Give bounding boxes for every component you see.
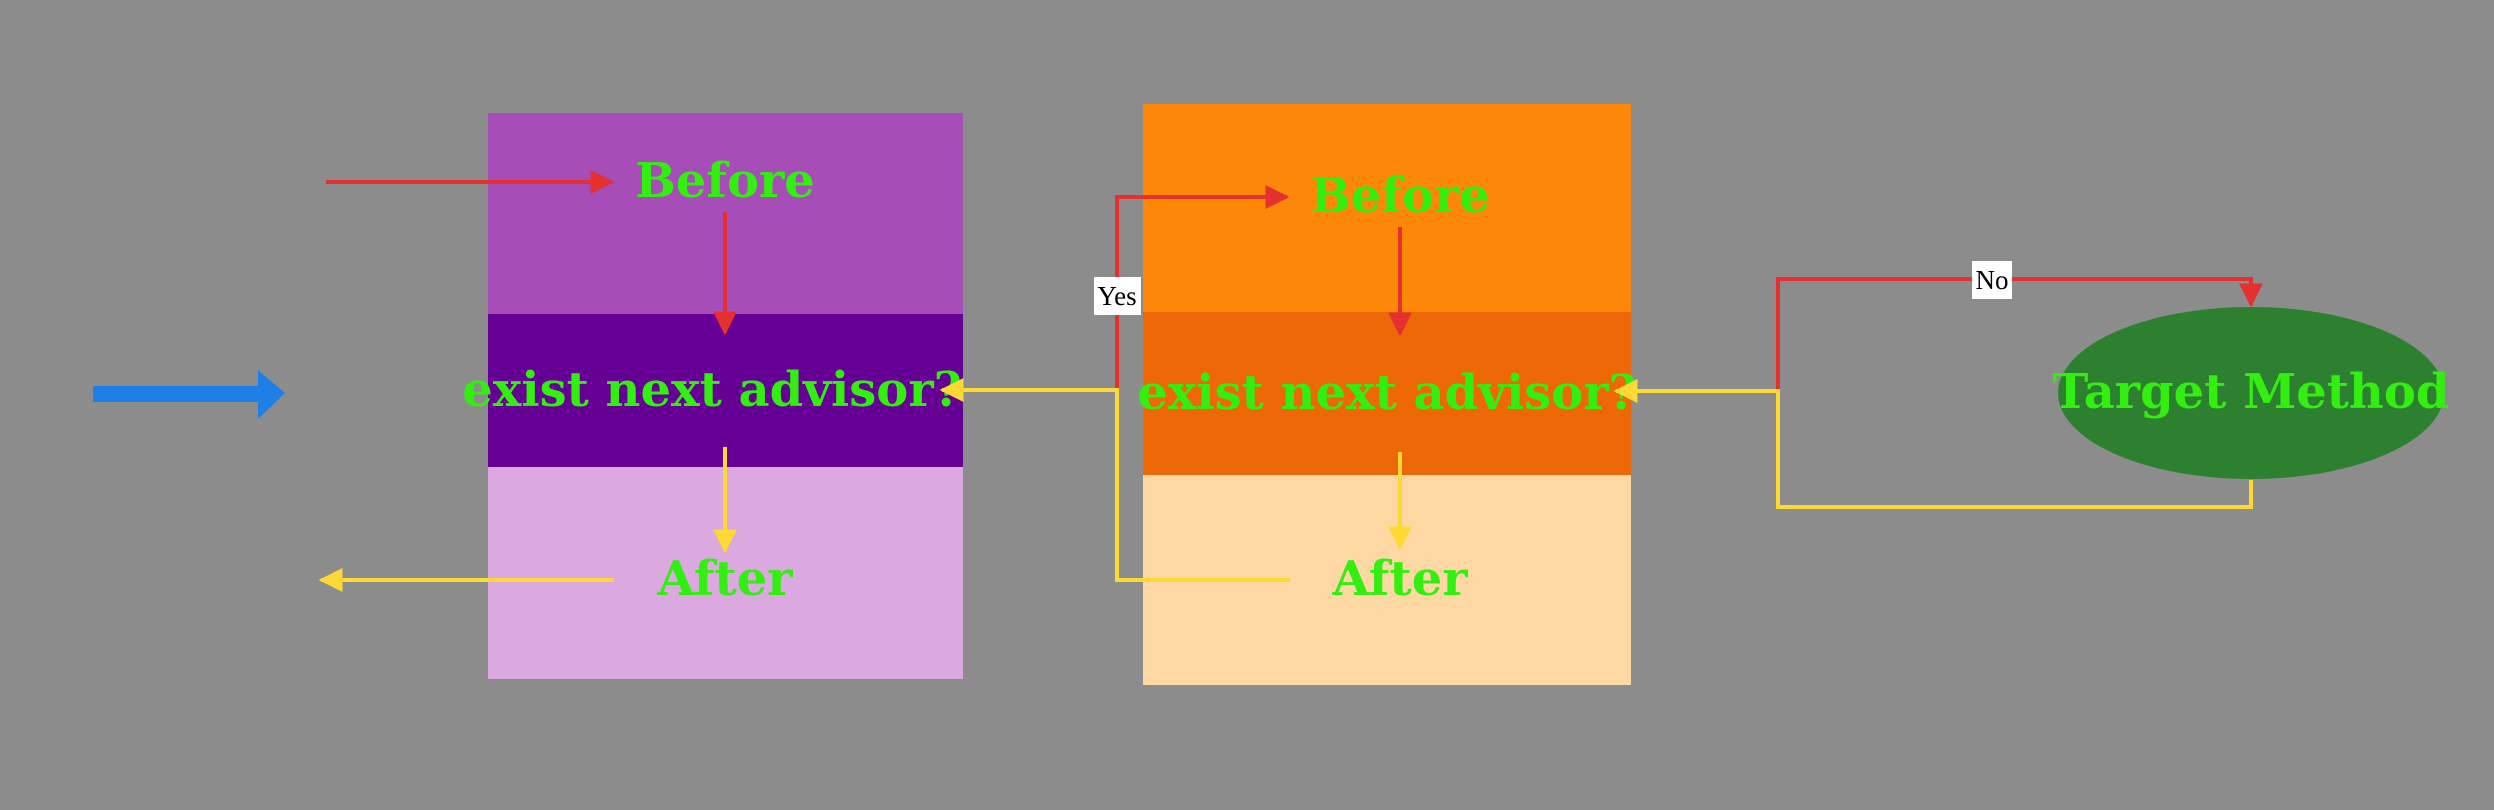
- yellow-arrow-advisor-2-after-return: [939, 378, 1290, 582]
- advisor-2-after-label: After: [1331, 551, 1468, 607]
- target-method-label: Target Method: [2053, 364, 2450, 420]
- yellow-arrow-target-return: [1613, 379, 2253, 509]
- target-method-ellipse: [2058, 307, 2444, 479]
- yes-edge-label: Yes: [1094, 277, 1141, 315]
- yes-label-text: Yes: [1097, 281, 1136, 311]
- advisor-2-before-section: [1143, 104, 1631, 313]
- red-flow-arrows: [326, 170, 2263, 390]
- entry-arrow-icon: [93, 370, 285, 419]
- target-method-node: Target Method: [2053, 307, 2450, 479]
- advisor-1-check-section: [488, 314, 963, 468]
- advisor-1-check-label: exist next advisor?: [462, 362, 961, 418]
- advisor-1-after-label: After: [656, 551, 793, 607]
- red-arrow-yes-to-advisor-2: [1115, 185, 1290, 390]
- red-arrow-no-to-target: [1776, 277, 2263, 390]
- advisor-2-before-label: Before: [1310, 168, 1490, 224]
- advisor-2-check-section: [1143, 312, 1631, 476]
- no-edge-label: No: [1972, 261, 2012, 299]
- advisor-2-box: Before exist next advisor? After: [1137, 104, 1637, 685]
- advisor-1-box: Before exist next advisor? After: [462, 113, 963, 679]
- advisor-1-before-label: Before: [635, 153, 815, 209]
- no-label-text: No: [1976, 265, 2009, 295]
- advisor-2-check-label: exist next advisor?: [1137, 365, 1636, 421]
- yellow-flow-arrows: [318, 378, 2253, 592]
